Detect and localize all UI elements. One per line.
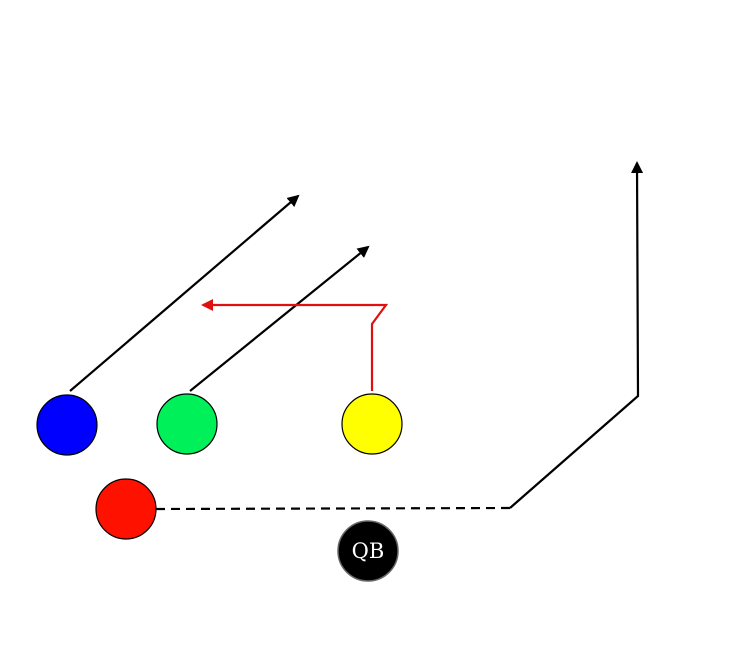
- quarterback-label: QB: [352, 539, 385, 563]
- blue-receiver-route: [69, 194, 300, 392]
- blue-receiver: [36, 394, 98, 456]
- yellow-receiver: [341, 393, 403, 455]
- green-receiver-route: [189, 245, 370, 392]
- quarterback: [337, 520, 399, 582]
- green-receiver: [156, 393, 218, 455]
- yellow-receiver-route: [201, 299, 389, 391]
- red-receiver: [95, 478, 157, 540]
- red-receiver-route-solid: [509, 161, 644, 509]
